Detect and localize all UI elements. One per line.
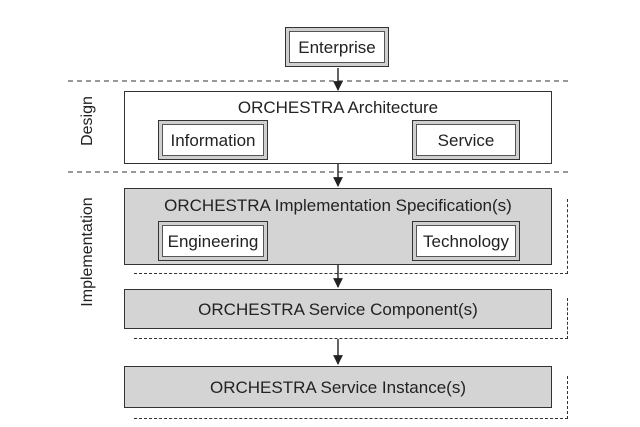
enterprise-label: Enterprise [298, 38, 376, 57]
service-instance-panel: ORCHESTRA Service Instance(s) [124, 366, 552, 408]
architecture-title: ORCHESTRA Architecture [237, 98, 439, 117]
service-component-panel: ORCHESTRA Service Component(s) [124, 289, 552, 329]
service-label: Service [437, 131, 495, 150]
engineering-box: Engineering [158, 221, 268, 261]
spec-stack-shadow [134, 199, 568, 274]
implementation-section-label: Implementation [79, 197, 96, 307]
engineering-label: Engineering [167, 232, 259, 251]
information-label: Information [170, 131, 256, 150]
technology-label: Technology [422, 232, 509, 251]
technology-box: Technology [412, 221, 520, 261]
implementation-spec-title: ORCHESTRA Implementation Specification(s… [164, 196, 512, 215]
enterprise-box: Enterprise [285, 27, 389, 67]
component-stack-shadow [134, 298, 568, 339]
design-section-label: Design [79, 96, 96, 146]
service-instance-title: ORCHESTRA Service Instance(s) [209, 378, 466, 397]
service-component-title: ORCHESTRA Service Component(s) [198, 300, 478, 319]
service-box: Service [412, 120, 520, 160]
information-box: Information [158, 120, 268, 160]
instance-stack-shadow [134, 376, 568, 419]
